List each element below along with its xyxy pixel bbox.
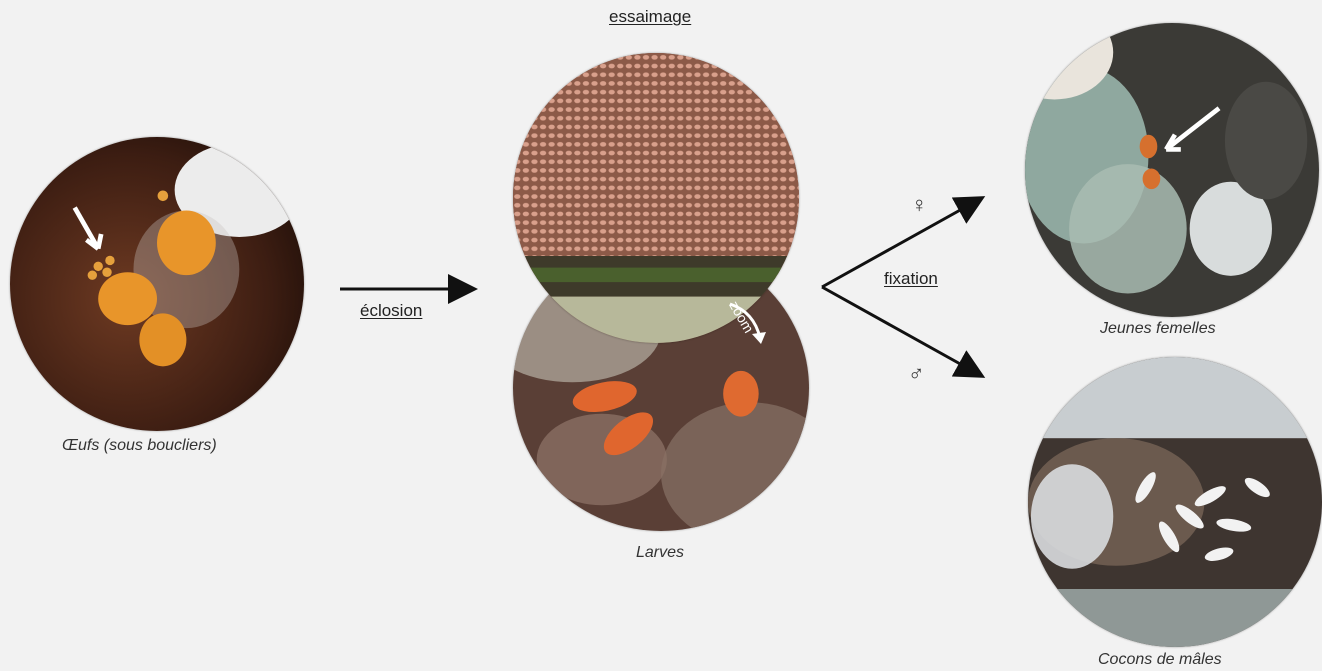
male-arrow	[822, 287, 980, 375]
eggs-caption: Œufs (sous boucliers)	[62, 437, 217, 455]
fixation-label: fixation	[884, 269, 938, 289]
young-females-caption: Jeunes femelles	[1100, 320, 1216, 338]
male-cocoons-photo	[1028, 357, 1322, 647]
zoom-arrow-icon	[728, 298, 778, 350]
male-cocoons-caption: Cocons de mâles	[1098, 651, 1222, 669]
female-symbol: ♀	[911, 192, 928, 218]
eggs-photo	[10, 137, 304, 431]
swarming-label: essaimage	[609, 7, 691, 27]
male-symbol: ♂	[908, 361, 925, 387]
larvae-caption: Larves	[636, 544, 684, 562]
young-females-photo	[1025, 23, 1319, 317]
hatching-label: éclosion	[360, 301, 422, 321]
